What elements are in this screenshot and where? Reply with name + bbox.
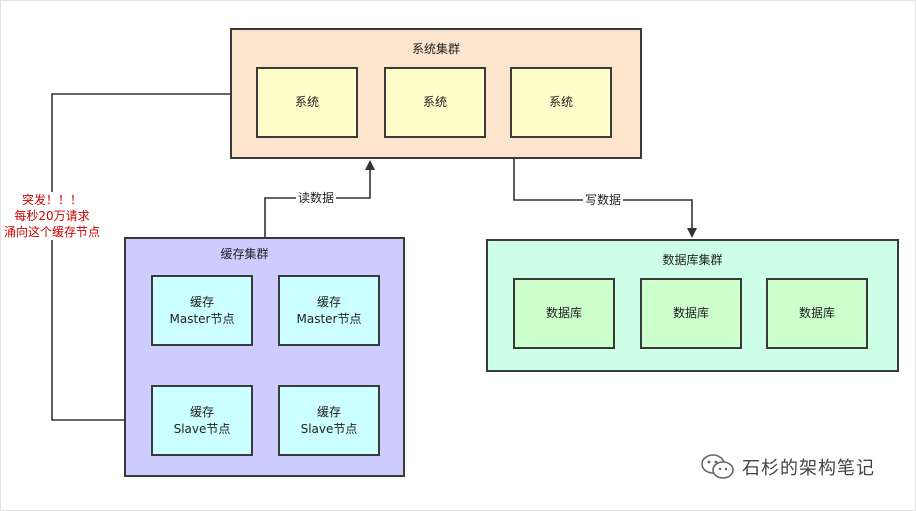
system-node-1: 系统 [256,67,358,138]
node-label-line1: 缓存 [316,294,341,309]
burst-note-line1: 突发！！！ [21,193,82,207]
node-label-line1: 缓存 [189,294,214,309]
database-node-2: 数据库 [640,278,742,349]
system-cluster: 系统集群 系统 系统 系统 [230,28,642,159]
database-cluster-title: 数据库集群 [662,253,723,267]
cache-master-node-1: 缓存 Master节点 [151,275,253,346]
node-label-line2: Master节点 [169,311,235,326]
burst-note-line3: 涌向这个缓存节点 [3,225,100,239]
cache-slave-node-2: 缓存 Slave节点 [278,385,380,456]
write-data-label: 写数据 [583,193,624,207]
database-node-label: 数据库 [672,306,709,320]
node-label-line2: Master节点 [296,311,362,326]
cache-cluster-title: 缓存集群 [220,247,269,261]
cache-slave-node-1: 缓存 Slave节点 [151,385,253,456]
system-node-label: 系统 [294,95,319,109]
database-node-label: 数据库 [798,306,835,320]
system-node-label: 系统 [548,95,573,109]
node-label-line2: Slave节点 [173,421,231,436]
system-cluster-title: 系统集群 [411,42,460,56]
node-label-line1: 缓存 [316,404,341,419]
read-data-label: 读数据 [296,191,337,205]
node-label-line1: 缓存 [189,404,214,419]
burst-request-connector [51,93,230,425]
watermark: 石杉的架构笔记 [700,452,875,482]
burst-traffic-note: 突发！！！ 每秒20万请求 涌向这个缓存节点 [2,192,102,240]
system-node-3: 系统 [510,67,612,138]
wechat-icon [701,454,734,479]
watermark-text: 石杉的架构笔记 [742,458,875,479]
system-node-label: 系统 [422,95,447,109]
database-node-label: 数据库 [545,306,582,320]
cache-master-node-2: 缓存 Master节点 [278,275,380,346]
burst-note-line2: 每秒20万请求 [14,209,90,223]
database-cluster: 数据库集群 数据库 数据库 数据库 [486,239,899,372]
node-label-line2: Slave节点 [300,421,358,436]
database-node-1: 数据库 [513,278,615,349]
database-node-3: 数据库 [766,278,868,349]
cache-cluster: 缓存集群 缓存 Master节点 缓存 Master节点 缓存 Slave节点 … [124,237,405,477]
system-node-2: 系统 [384,67,486,138]
